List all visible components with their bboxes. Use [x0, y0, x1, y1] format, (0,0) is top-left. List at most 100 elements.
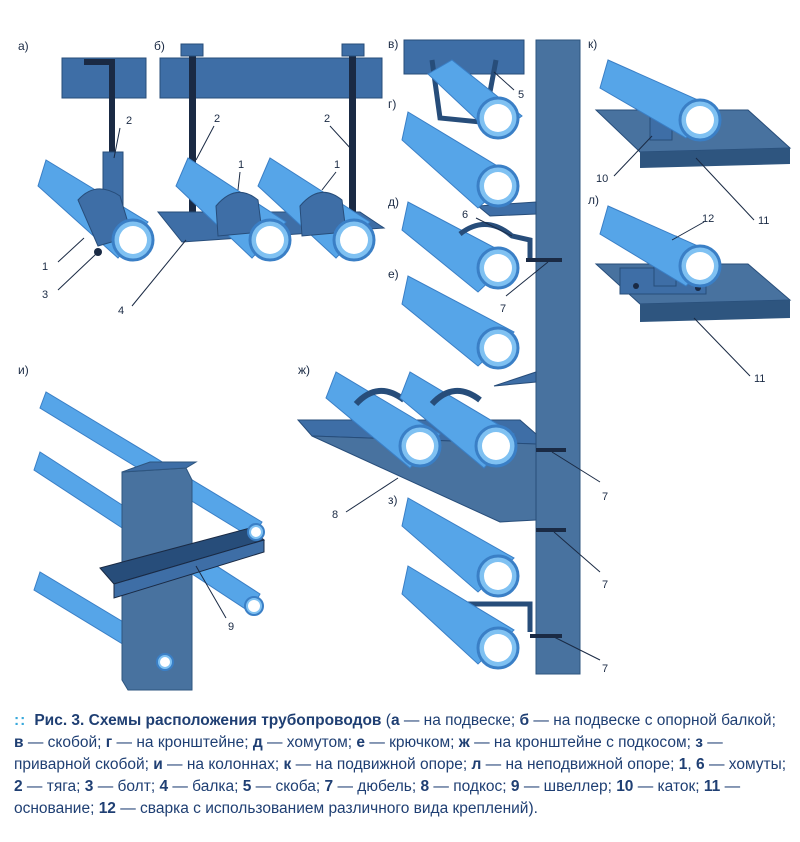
panel-label-zh: ж) [298, 363, 310, 377]
panel-v: в) [388, 37, 523, 140]
caption-sep-1: , [687, 756, 697, 773]
panel-k: к) [588, 37, 792, 168]
panel-label-a: а) [18, 39, 29, 53]
caption-text-k: — на подвижной опоре; [291, 756, 472, 773]
callout-5: 5 [518, 89, 524, 101]
panel-l: л) [588, 193, 792, 322]
wall [535, 39, 581, 675]
callout-7-d: 7 [500, 303, 506, 315]
callout-10: 10 [596, 173, 608, 185]
hanger-rod-a [84, 59, 115, 160]
leader-8 [345, 477, 399, 513]
hanger-rod-b-left [189, 50, 196, 240]
hook-e [493, 371, 537, 387]
caption-text-6: — хомуты; [704, 756, 787, 773]
caption-text-10: — каток; [633, 778, 704, 795]
leader-1b-right [321, 171, 337, 191]
channel-9-face [113, 539, 265, 599]
callout-4-b: 4 [118, 305, 124, 317]
panel-zh: ж) [296, 363, 566, 532]
callout-2-b-left: 2 [214, 113, 220, 125]
caption-num-5: 5 [242, 778, 252, 795]
callout-2-a: 2 [126, 115, 132, 127]
pipe-bore-g [484, 172, 512, 200]
callout-7-zh1: 7 [602, 491, 608, 503]
pipe-bore-zh-right [482, 432, 510, 460]
leader-2b-right [329, 125, 353, 151]
caption-text-3: — болт; [93, 778, 160, 795]
caption-text-b: — на подвеске с опорной балкой; [529, 712, 776, 729]
caption-text-zh: — на кронштейне с подкосом; [469, 734, 696, 751]
pipe-bore-z-upper [484, 562, 512, 590]
pipe-bore-i-bottom [160, 657, 170, 667]
caption-num-4: 4 [159, 778, 169, 795]
caption-text-l: — на неподвижной опоре; [481, 756, 679, 773]
caption-num-11: 11 [703, 778, 721, 795]
caption-key-d: д [252, 734, 263, 751]
callout-7-zh2: 7 [602, 579, 608, 591]
callout-11-l: 11 [754, 373, 765, 385]
leader-3a [57, 253, 97, 291]
panel-label-d: д) [388, 195, 399, 209]
nut-b-left [180, 43, 204, 57]
callout-1-b-right: 1 [334, 159, 340, 171]
panel-label-i: и) [18, 363, 29, 377]
callout-7-z: 7 [602, 663, 608, 675]
caption-key-g: г [105, 734, 113, 751]
caption-num-2: 2 [14, 778, 23, 795]
caption-key-e: е [356, 734, 366, 751]
caption-key-l: л [471, 756, 482, 773]
callout-2-b-right: 2 [324, 113, 330, 125]
caption-key-zh: ж [458, 734, 470, 751]
leader-2b-left [195, 125, 215, 161]
pipe-bore-b-right [340, 226, 368, 254]
caption-key-b: б [519, 712, 530, 729]
caption-text-a: — на подвеске; [399, 712, 520, 729]
pipe-bore-k [686, 106, 714, 134]
panel-i: и) [18, 363, 266, 691]
callout-6: 6 [462, 209, 468, 221]
panel-label-e: е) [388, 267, 399, 281]
panel-b: б) [154, 39, 386, 262]
callout-8: 8 [332, 509, 338, 521]
pipe-bore-e [484, 334, 512, 362]
leader-5 [493, 71, 515, 91]
pipe-bore-l [686, 252, 714, 280]
callout-12: 12 [702, 213, 714, 225]
callout-numbers: 1 2 3 2 2 1 1 4 5 6 7 7 7 7 8 9 10 11 12… [42, 89, 769, 675]
caption-text-d: — хомутом; [262, 734, 357, 751]
leader-4b [131, 239, 187, 307]
pipe-bore-zh-left [406, 432, 434, 460]
caption-text-4: — балка; [168, 778, 243, 795]
caption-title: Рис. 3. Схемы расположения трубопроводов [34, 712, 382, 729]
caption-num-1: 1 [678, 756, 688, 773]
column-top [121, 461, 198, 473]
panel-g: г) [388, 97, 537, 217]
callout-1-b-left: 1 [238, 159, 244, 171]
clamp-zh-right [429, 388, 482, 407]
caption-text-e: — крючком; [365, 734, 459, 751]
hanger-rod-b-right [349, 50, 356, 230]
panel-e: е) [388, 267, 537, 387]
leader-1b-left [237, 171, 241, 191]
callout-11-k: 11 [758, 215, 769, 227]
caption-text-8: — подкос; [429, 778, 511, 795]
panel-a: а) [18, 39, 155, 262]
leader-6 [475, 217, 513, 237]
panel-label-v: в) [388, 37, 398, 51]
anchor-bolt-1 [633, 283, 639, 289]
callout-9: 9 [228, 621, 234, 633]
nut-b-right [341, 43, 365, 57]
panel-label-b: б) [154, 39, 165, 53]
caption-num-6: 6 [696, 756, 705, 773]
caption-text-9: — швеллер; [519, 778, 617, 795]
base-11-l-front [640, 300, 790, 322]
leader-7-d [505, 261, 549, 297]
caption-num-9: 9 [510, 778, 520, 795]
clamp-zh-left [353, 388, 406, 407]
weld-bracket-z [464, 601, 533, 632]
ceiling-beam-v [403, 39, 525, 75]
pipe-bore-i-top [251, 527, 261, 537]
leader-10 [613, 135, 653, 177]
caption-text-2: — тяга; [22, 778, 85, 795]
